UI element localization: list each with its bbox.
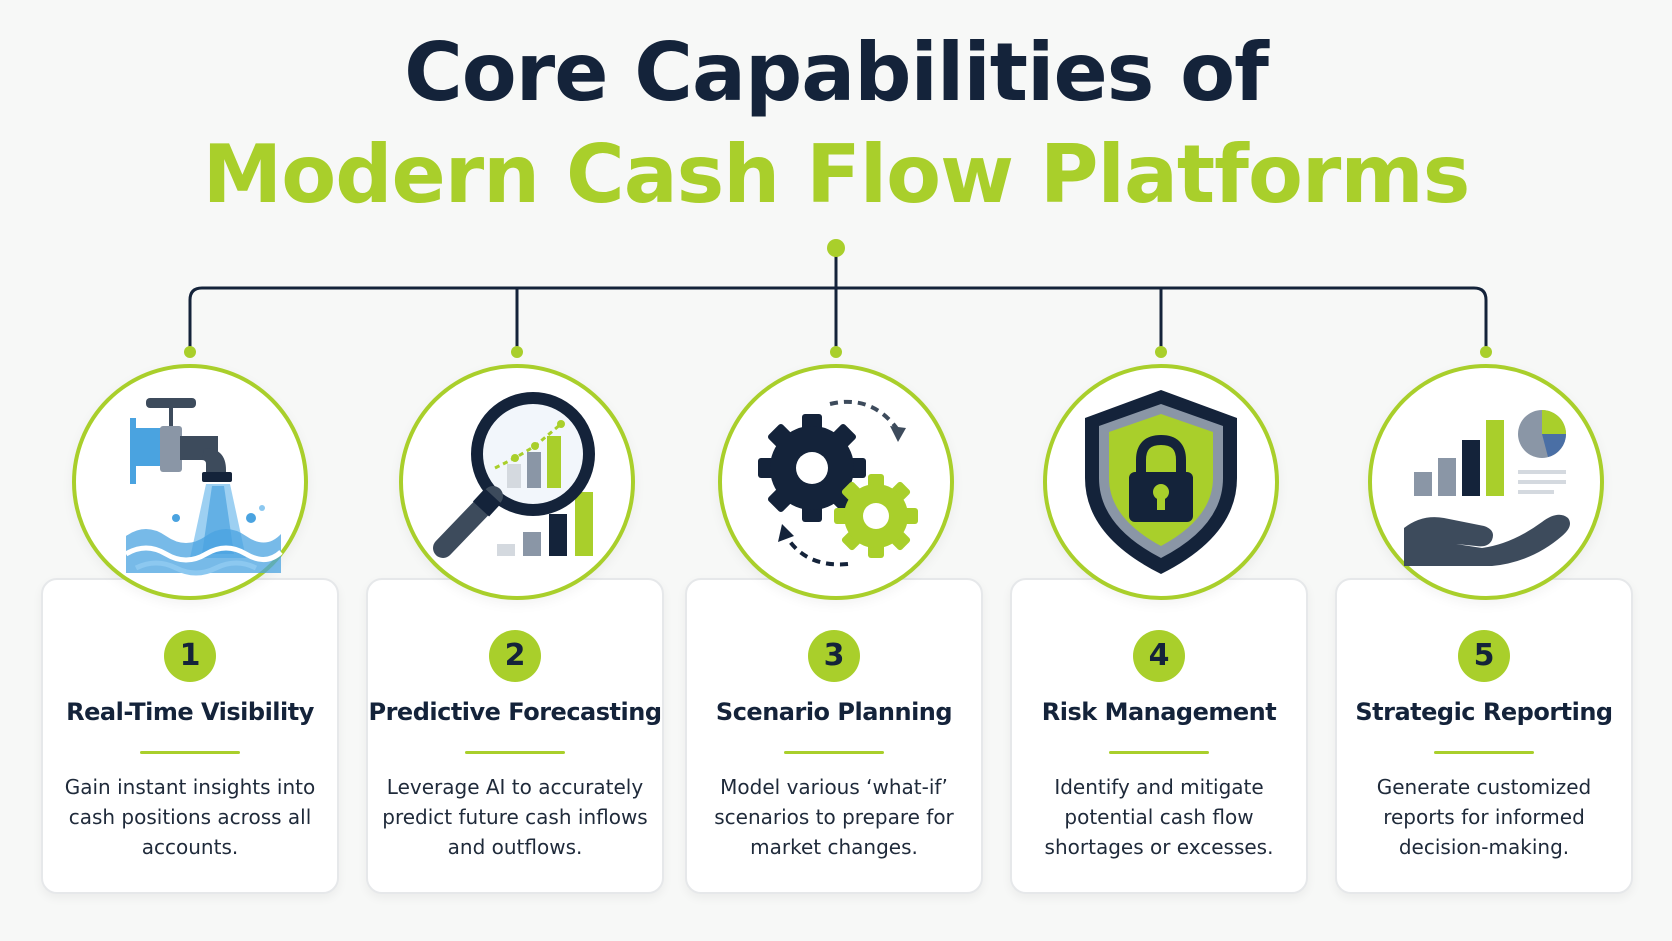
card-description: Generate customized reports for informed… — [1376, 775, 1592, 859]
hand-report-icon — [1404, 410, 1570, 566]
capability-card-scenario-planning: 3 Scenario Planning Model various ‘what-… — [685, 578, 983, 894]
card-title: Risk Management — [1041, 698, 1277, 726]
connector-end-dot — [1480, 346, 1492, 358]
step-number-badge: 4 — [1133, 630, 1185, 682]
gears-cycle-icon — [758, 399, 918, 567]
divider — [784, 751, 884, 754]
card-description: Gain instant insights into cash position… — [64, 775, 316, 859]
card-title: Predictive Forecasting — [368, 698, 662, 726]
step-number-badge: 2 — [489, 630, 541, 682]
page-title: Core Capabilities of Modern Cash Flow Pl… — [0, 22, 1672, 226]
card-description: Leverage AI to accurately predict future… — [382, 775, 648, 859]
connector-end-dot — [184, 346, 196, 358]
capability-card-predictive-forecasting: 2 Predictive Forecasting Leverage AI to … — [366, 578, 664, 894]
icon-circle — [399, 364, 635, 600]
title-line-1: Core Capabilities of — [404, 26, 1269, 119]
connector-end-dot — [511, 346, 523, 358]
connector-end-dot — [830, 346, 842, 358]
step-number-badge: 5 — [1458, 630, 1510, 682]
icon-circle — [72, 364, 308, 600]
icon-circle — [1368, 364, 1604, 600]
card-title: Real-Time Visibility — [66, 698, 314, 726]
magnifier-chart-icon — [433, 392, 595, 558]
card-description: Identify and mitigate potential cash flo… — [1044, 775, 1274, 859]
step-number-badge: 3 — [808, 630, 860, 682]
card-description: Model various ‘what-if’ scenarios to pre… — [714, 775, 954, 859]
title-line-2: Modern Cash Flow Platforms — [202, 128, 1471, 221]
divider — [465, 751, 565, 754]
icon-circle — [718, 364, 954, 600]
icon-circle — [1043, 364, 1279, 600]
capability-card-real-time-visibility: 1 Real-Time Visibility Gain instant insi… — [41, 578, 339, 894]
shield-lock-icon — [1085, 390, 1237, 574]
water-faucet-icon — [124, 398, 283, 576]
connector-end-dot — [1155, 346, 1167, 358]
card-title: Scenario Planning — [715, 698, 953, 726]
divider — [1109, 751, 1209, 754]
divider — [1434, 751, 1534, 754]
step-number-badge: 1 — [164, 630, 216, 682]
capability-card-risk-management: 4 Risk Management Identify and mitigate … — [1010, 578, 1308, 894]
connector-root-dot — [827, 239, 845, 257]
capability-card-strategic-reporting: 5 Strategic Reporting Generate customize… — [1335, 578, 1633, 894]
divider — [140, 751, 240, 754]
card-title: Strategic Reporting — [1355, 698, 1613, 726]
